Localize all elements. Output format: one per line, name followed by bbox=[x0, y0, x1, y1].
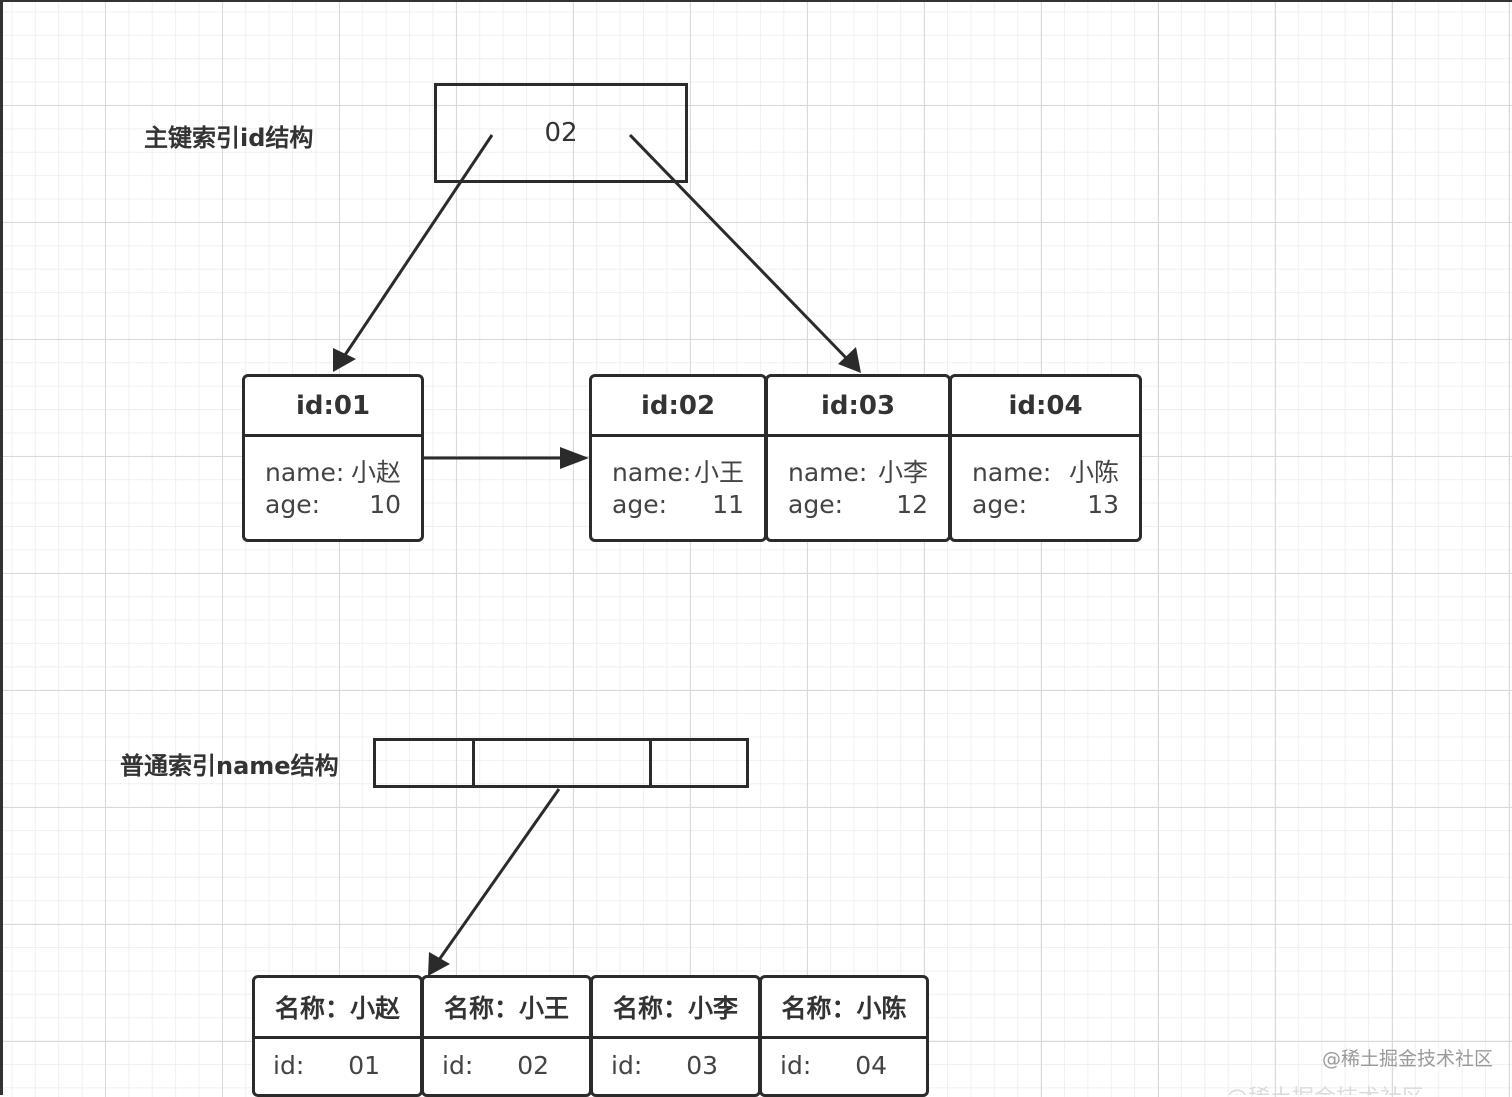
name-label: name: bbox=[788, 458, 868, 487]
id-value: 01 bbox=[348, 1051, 381, 1080]
age-label: age: bbox=[265, 490, 320, 519]
canvas-top-border bbox=[0, 0, 1512, 2]
name-leaf-body: id: 02 bbox=[424, 1039, 589, 1080]
age-value: 11 bbox=[712, 490, 744, 519]
index-node-divider bbox=[472, 741, 475, 785]
age-label: age: bbox=[788, 490, 843, 519]
age-label: age: bbox=[612, 490, 667, 519]
primary-index-title: 主键索引id结构 bbox=[144, 124, 314, 152]
name-value: 小王 bbox=[693, 458, 744, 487]
age-label: age: bbox=[972, 490, 1027, 519]
watermark-faint: @稀土掘金技术社区 bbox=[1226, 1080, 1476, 1095]
name-leaf-body: id: 04 bbox=[762, 1039, 926, 1080]
age-value: 10 bbox=[369, 490, 401, 519]
name-value: 小李 bbox=[877, 458, 928, 487]
name-label: name: bbox=[612, 458, 692, 487]
id-value: 03 bbox=[686, 1051, 719, 1080]
canvas-left-border bbox=[0, 0, 3, 1095]
primary-root-node: 02 bbox=[434, 83, 688, 183]
arrow-index-to-leaf bbox=[428, 788, 561, 976]
name-leaf-body: id: 01 bbox=[255, 1039, 420, 1080]
name-leaf-node: 名称：小李 id: 03 bbox=[590, 975, 761, 1097]
leaf-node-body: name: 小陈 age: 13 bbox=[952, 437, 1139, 521]
leaf-node-header: id:04 bbox=[952, 377, 1139, 437]
leaf-node-body: name:小赵 age: 10 bbox=[245, 437, 421, 521]
id-label: id: bbox=[611, 1051, 643, 1080]
name-leaf-node: 名称：小陈 id: 04 bbox=[759, 975, 929, 1097]
leaf-node-id-03: id:03 name: 小李 age: 12 bbox=[765, 374, 951, 542]
leaf-node-header: id:02 bbox=[592, 377, 764, 437]
name-leaf-header: 名称：小李 bbox=[593, 978, 758, 1039]
name-value: 小赵 bbox=[350, 458, 401, 487]
name-label: name: bbox=[265, 458, 345, 487]
arrowhead-icon bbox=[838, 347, 861, 373]
index-node-divider bbox=[649, 741, 652, 785]
id-label: id: bbox=[780, 1051, 812, 1080]
age-value: 12 bbox=[896, 490, 928, 519]
arrowhead-icon bbox=[560, 447, 589, 469]
leaf-node-id-01: id:01 name:小赵 age: 10 bbox=[242, 374, 424, 542]
id-value: 02 bbox=[517, 1051, 550, 1080]
leaf-node-header: id:03 bbox=[768, 377, 948, 437]
leaf-node-header: id:01 bbox=[245, 377, 421, 437]
primary-root-label: 02 bbox=[544, 118, 578, 148]
watermark-label: @稀土掘金技术社区 bbox=[1322, 1048, 1494, 1070]
name-leaf-node: 名称：小赵 id: 01 bbox=[252, 975, 423, 1097]
name-value: 小陈 bbox=[1068, 458, 1119, 487]
arrow-id01-to-id02 bbox=[424, 447, 589, 469]
leaf-node-body: name:小王 age: 11 bbox=[592, 437, 764, 521]
name-leaf-header: 名称：小赵 bbox=[255, 978, 420, 1039]
arrowhead-icon bbox=[428, 952, 450, 976]
leaf-node-id-04: id:04 name: 小陈 age: 13 bbox=[949, 374, 1142, 542]
name-leaf-body: id: 03 bbox=[593, 1039, 758, 1080]
leaf-node-id-02: id:02 name:小王 age: 11 bbox=[589, 374, 767, 542]
id-label: id: bbox=[442, 1051, 474, 1080]
name-leaf-header: 名称：小陈 bbox=[762, 978, 926, 1039]
age-value: 13 bbox=[1087, 490, 1119, 519]
secondary-index-node bbox=[373, 738, 749, 788]
id-value: 04 bbox=[855, 1051, 888, 1080]
name-leaf-header: 名称：小王 bbox=[424, 978, 589, 1039]
id-label: id: bbox=[273, 1051, 305, 1080]
name-label: name: bbox=[972, 458, 1052, 487]
arrowhead-icon bbox=[333, 348, 356, 372]
name-leaf-node: 名称：小王 id: 02 bbox=[421, 975, 592, 1097]
secondary-index-title: 普通索引name结构 bbox=[120, 752, 339, 780]
leaf-node-body: name: 小李 age: 12 bbox=[768, 437, 948, 521]
